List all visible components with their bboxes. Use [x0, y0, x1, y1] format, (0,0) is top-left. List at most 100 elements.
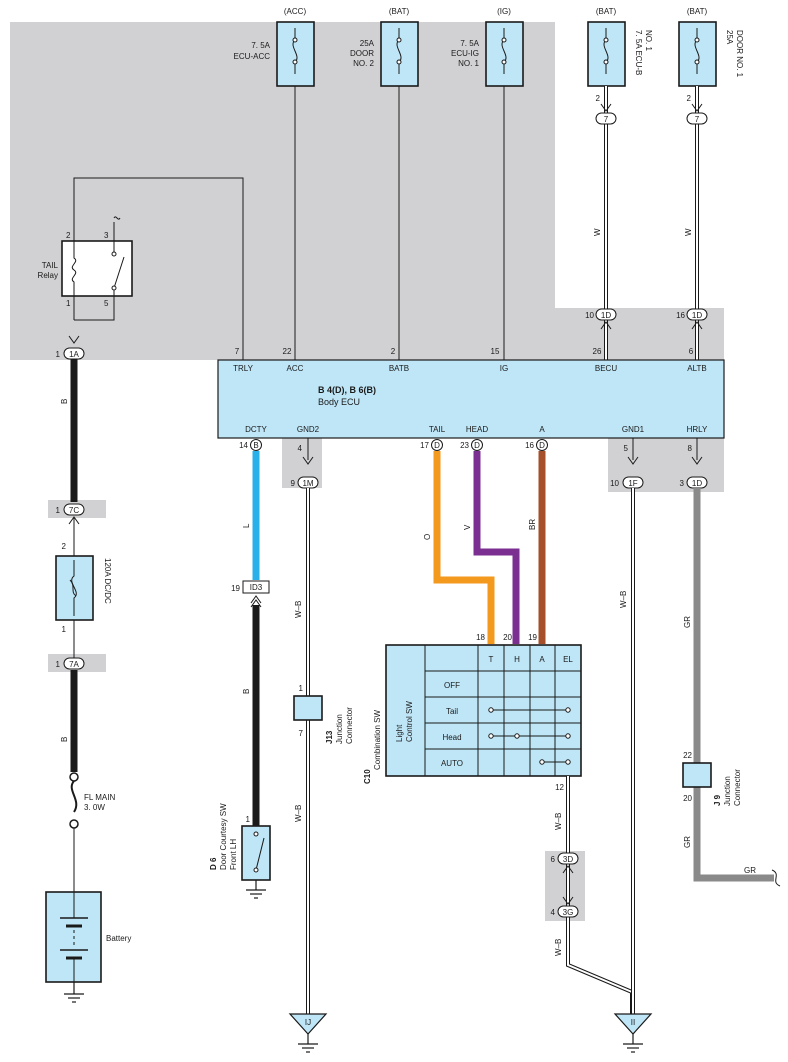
fuse-ecu-b-no1: (BAT) 7. 5A ECU-B NO. 1	[587, 7, 653, 87]
wire-color-wb: W–B	[294, 601, 303, 618]
svg-text:3: 3	[680, 479, 685, 488]
fuse-door-no2: (BAT) 25A DOOR NO. 2	[350, 7, 419, 87]
tail-relay: TAIL Relay 2 3 1 5	[38, 216, 133, 321]
svg-text:7C: 7C	[69, 506, 79, 515]
wire-color-wb: W–B	[554, 939, 563, 956]
pin-gnd1-num: 5	[624, 444, 629, 453]
svg-text:A: A	[539, 655, 545, 664]
svg-text:Junction: Junction	[723, 776, 732, 806]
pin-hrly-num: 8	[688, 444, 693, 453]
pin-j13-bottom: 7	[299, 729, 304, 738]
svg-text:T: T	[489, 655, 494, 664]
fuse-rating-label: 25A	[360, 39, 375, 48]
svg-text:3G: 3G	[563, 908, 574, 917]
svg-text:1D: 1D	[692, 311, 702, 320]
svg-text:Relay: Relay	[38, 271, 58, 280]
pin-dcty: 14 B	[239, 439, 262, 451]
svg-text:J 9: J 9	[713, 794, 722, 806]
svg-text:23: 23	[460, 441, 469, 450]
wire-v-head	[473, 451, 520, 644]
fusible-link-fl-main: FL MAIN 3. 0W	[69, 772, 115, 829]
svg-text:IJ: IJ	[305, 1018, 311, 1027]
svg-text:HEAD: HEAD	[466, 425, 488, 434]
svg-text:TAIL: TAIL	[42, 261, 59, 270]
connector-7a: 1 7A	[56, 657, 85, 670]
svg-text:2: 2	[391, 347, 396, 356]
ground-ij: IJ	[288, 1013, 328, 1053]
svg-text:1: 1	[56, 506, 61, 515]
svg-text:HRLY: HRLY	[687, 425, 708, 434]
wire-color-wb: W–B	[619, 591, 628, 608]
svg-text:1A: 1A	[69, 350, 79, 359]
connector-1d-becu: 10 1D	[585, 308, 617, 330]
svg-text:2: 2	[596, 94, 601, 103]
fuse-source-label: (BAT)	[389, 7, 410, 16]
svg-text:16: 16	[525, 441, 534, 450]
connector-1m: 9 1M	[291, 476, 319, 489]
svg-text:Head: Head	[442, 733, 461, 742]
connector-1d-altb: 16 1D	[676, 308, 708, 330]
fuse-ecu-acc: (ACC) 7. 5A ECU-ACC	[234, 7, 315, 87]
svg-text:D 6: D 6	[209, 857, 218, 870]
svg-text:17: 17	[420, 441, 429, 450]
pin-gnd2-num: 4	[298, 444, 303, 453]
svg-text:1D: 1D	[601, 311, 611, 320]
svg-text:18: 18	[476, 633, 485, 642]
fuse-name-label: ECU-ACC	[234, 52, 271, 61]
svg-text:GND2: GND2	[297, 425, 320, 434]
svg-text:2: 2	[66, 231, 71, 240]
wire-continuation-icon	[771, 869, 781, 887]
svg-text:10: 10	[585, 311, 594, 320]
gnd1-arrow	[627, 456, 639, 465]
svg-text:D: D	[474, 441, 480, 450]
svg-text:Battery: Battery	[106, 934, 131, 943]
svg-text:26: 26	[593, 347, 602, 356]
connector-3d: 6 3D	[551, 852, 579, 874]
fuse-rating-label: 7. 5A ECU-B	[634, 30, 643, 75]
pin-a: 16 D	[525, 439, 548, 451]
wire-trly	[73, 177, 244, 360]
svg-text:B: B	[253, 441, 258, 450]
pin-j9-bottom: 20	[683, 794, 692, 803]
svg-text:Combination SW: Combination SW	[373, 710, 382, 770]
svg-text:7: 7	[235, 347, 240, 356]
fuse-120a-dcdc: 120A DC/DC	[55, 555, 112, 621]
svg-text:6: 6	[551, 855, 556, 864]
fuse-name2-label: NO. 1	[458, 59, 479, 68]
connector-7c: 1 7C	[56, 503, 85, 525]
svg-text:5: 5	[104, 299, 109, 308]
svg-text:H: H	[514, 655, 520, 664]
svg-text:10: 10	[610, 479, 619, 488]
svg-text:IG: IG	[500, 364, 508, 373]
svg-text:BATB: BATB	[389, 364, 409, 373]
fuse-source-label: (BAT)	[596, 7, 617, 16]
wire-color-b: B	[242, 689, 251, 694]
svg-text:ACC: ACC	[287, 364, 304, 373]
svg-text:Light: Light	[395, 724, 404, 742]
svg-text:Front LH: Front LH	[229, 839, 238, 870]
svg-text:19: 19	[231, 584, 240, 593]
wire-color-o: O	[423, 534, 432, 540]
body-ecu: B 4(D), B 6(B) Body ECU TRLY 7 ACC 22 BA…	[217, 347, 725, 439]
wire-color-b: B	[60, 399, 69, 404]
wire-gr-hrly	[693, 488, 774, 882]
ecu-title: B 4(D), B 6(B)	[318, 385, 376, 395]
svg-text:J13: J13	[325, 730, 334, 744]
fuse-rating-label: 7. 5A	[460, 39, 479, 48]
svg-text:2: 2	[687, 94, 692, 103]
svg-text:7: 7	[695, 115, 700, 124]
svg-text:Connector: Connector	[733, 769, 742, 806]
wire-color-v: V	[463, 524, 472, 530]
wire-color-w: W	[593, 228, 602, 236]
svg-text:Connector: Connector	[345, 707, 354, 744]
svg-text:1M: 1M	[302, 479, 313, 488]
fuse-ecu-ig: (IG) 7. 5A ECU-IG NO. 1	[451, 7, 524, 87]
wire-color-gr: GR	[744, 866, 756, 875]
svg-text:20: 20	[503, 633, 512, 642]
svg-text:7: 7	[604, 115, 609, 124]
connector-3g: 4 3G	[551, 896, 579, 918]
wire-color-gr: GR	[683, 616, 692, 628]
svg-text:1: 1	[56, 350, 61, 359]
svg-text:19: 19	[528, 633, 537, 642]
